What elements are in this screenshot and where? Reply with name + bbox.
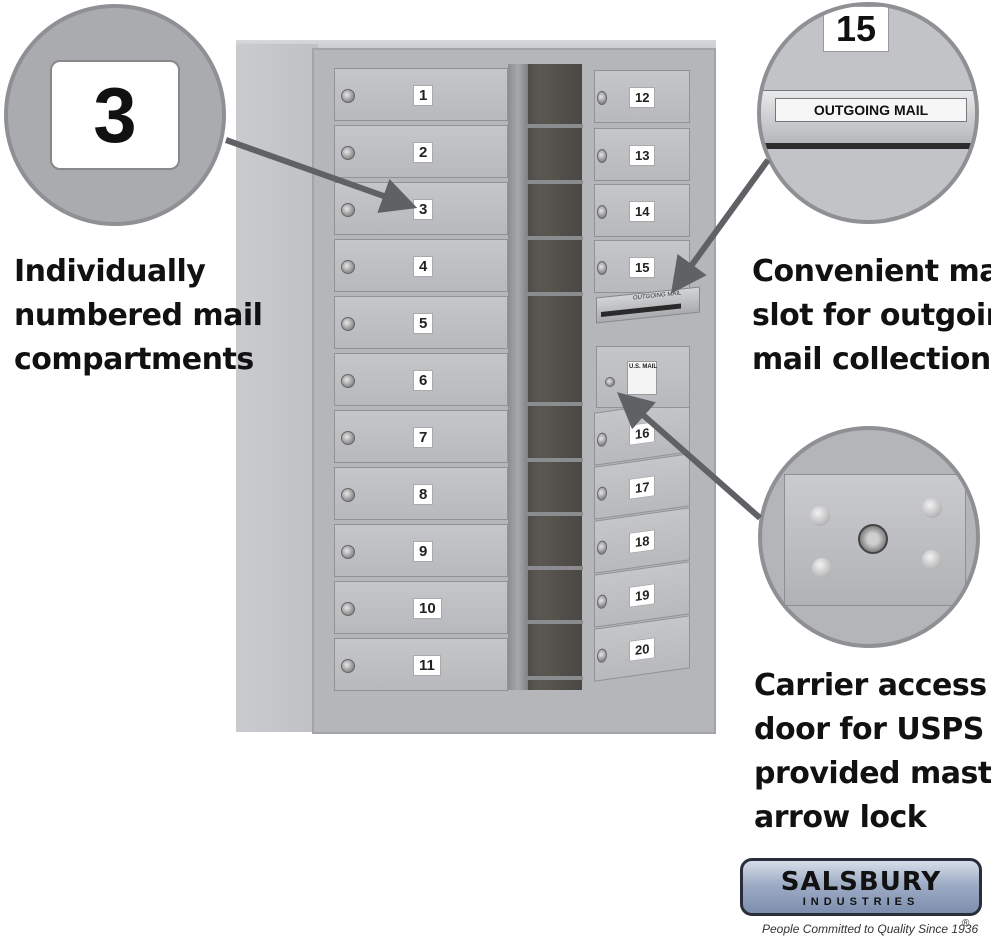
master-arrow-lock[interactable] — [605, 377, 615, 387]
lock-icon[interactable] — [341, 89, 355, 103]
arrow-top-right — [670, 158, 771, 294]
lock-icon[interactable] — [341, 545, 355, 559]
compartment-door[interactable]: 6 — [334, 353, 508, 406]
compartment-number: 12 — [629, 87, 656, 108]
compartment-number: 11 — [413, 655, 441, 676]
usps-decal: U.S. MAIL — [627, 361, 657, 395]
compartment-number: 7 — [413, 427, 434, 448]
outgoing-slot-zoom: 15 OUTGOING MAIL — [757, 2, 979, 224]
compartment-number: 3 — [413, 199, 434, 220]
rivet-icon — [922, 550, 942, 570]
arrow-lock-icon — [858, 524, 888, 554]
number-tag: 3 — [50, 60, 180, 170]
rivet-icon — [812, 558, 832, 578]
number-tag-zoom: 3 — [4, 4, 226, 226]
zoom-slot-label: OUTGOING MAIL — [813, 102, 929, 118]
usps-decal-label: U.S. MAIL — [629, 364, 657, 370]
lock-icon[interactable] — [341, 260, 355, 274]
lock-icon[interactable] — [341, 146, 355, 160]
arrow-bottom-right — [616, 392, 762, 521]
callout-right-bottom-line: door for USPS — [754, 712, 984, 747]
registered-mark: ® — [962, 918, 970, 929]
lock-icon[interactable] — [597, 261, 607, 275]
zoom-slot-label-plate: OUTGOING MAIL — [775, 98, 967, 122]
callout-right-bottom-line: provided master — [754, 756, 991, 791]
salsbury-logo: SALSBURY INDUSTRIES — [740, 858, 982, 916]
callout-right-bottom: Carrier access door for USPS provided ma… — [754, 664, 991, 840]
callout-right-bottom-line: arrow lock — [754, 800, 927, 835]
zoom-number-plate: 15 — [823, 6, 889, 52]
lock-icon[interactable] — [597, 149, 607, 163]
compartment-door[interactable]: 1 — [334, 68, 508, 121]
compartment-door[interactable]: 13 — [594, 128, 690, 181]
interior-shelf — [527, 124, 583, 128]
lock-icon[interactable] — [341, 488, 355, 502]
interior-shelf — [527, 458, 583, 462]
compartment-door[interactable]: 9 — [334, 524, 508, 577]
interior-shelf — [527, 402, 583, 406]
compartment-number: 1 — [413, 85, 434, 106]
lock-icon[interactable] — [341, 431, 355, 445]
lock-icon[interactable] — [341, 317, 355, 331]
compartment-door[interactable]: 15 — [594, 240, 690, 293]
compartment-number: 2 — [413, 142, 434, 163]
compartment-door[interactable]: 2 — [334, 125, 508, 178]
lock-icon[interactable] — [341, 203, 355, 217]
compartment-number: 10 — [413, 598, 442, 619]
callout-right-top: Convenient mail slot for outgoing mail c… — [752, 250, 991, 382]
compartment-number: 13 — [629, 145, 656, 166]
lock-icon[interactable] — [341, 602, 355, 616]
compartment-number: 4 — [413, 256, 434, 277]
compartment-door[interactable]: 4 — [334, 239, 508, 292]
interior-shelf — [527, 180, 583, 184]
number-tag-label: 3 — [93, 71, 137, 159]
logo-subtitle: INDUSTRIES — [802, 896, 920, 908]
compartment-door[interactable]: 11 — [334, 638, 508, 691]
compartment-number: 15 — [629, 257, 656, 278]
compartment-door[interactable]: 10 — [334, 581, 508, 634]
interior-shelf — [527, 566, 583, 570]
callout-left-line: Individually — [14, 254, 206, 289]
arrow-left — [224, 137, 418, 213]
rivet-icon — [922, 498, 942, 518]
compartment-number: 5 — [413, 313, 434, 334]
callout-right-top-line: Convenient mail — [752, 254, 991, 289]
lock-icon[interactable] — [597, 91, 607, 105]
compartment-door[interactable]: 14 — [594, 184, 690, 237]
compartment-number: 6 — [413, 370, 434, 391]
compartment-number: 8 — [413, 484, 434, 505]
interior-shelf — [527, 620, 583, 624]
lock-icon[interactable] — [597, 205, 607, 219]
callout-right-bottom-line: Carrier access — [754, 668, 987, 703]
interior-shelf — [527, 676, 583, 680]
compartment-door[interactable]: 5 — [334, 296, 508, 349]
interior-shelf — [527, 292, 583, 296]
interior-shelf — [527, 512, 583, 516]
compartment-door[interactable]: 8 — [334, 467, 508, 520]
lock-icon[interactable] — [341, 374, 355, 388]
callout-right-top-line: slot for outgoing — [752, 298, 991, 333]
carrier-lock-zoom — [758, 426, 980, 648]
callout-left-line: numbered mail — [14, 298, 263, 333]
callout-left-line: compartments — [14, 342, 254, 377]
interior-shelf — [527, 236, 583, 240]
lock-icon[interactable] — [341, 659, 355, 673]
compartment-number: 9 — [413, 541, 434, 562]
compartment-door[interactable]: 7 — [334, 410, 508, 463]
center-hinge — [508, 64, 528, 690]
callout-left: Individually numbered mail compartments — [14, 250, 263, 382]
logo-name: SALSBURY — [780, 867, 942, 897]
callout-right-top-line: mail collection — [752, 342, 991, 377]
zoom-number-label: 15 — [835, 8, 877, 49]
rivet-icon — [810, 506, 830, 526]
carrier-access-door[interactable]: U.S. MAIL — [596, 346, 690, 408]
logo-tagline: People Committed to Quality Since 1936 — [762, 922, 979, 936]
compartment-number: 14 — [629, 201, 656, 222]
compartment-door[interactable]: 12 — [594, 70, 690, 123]
